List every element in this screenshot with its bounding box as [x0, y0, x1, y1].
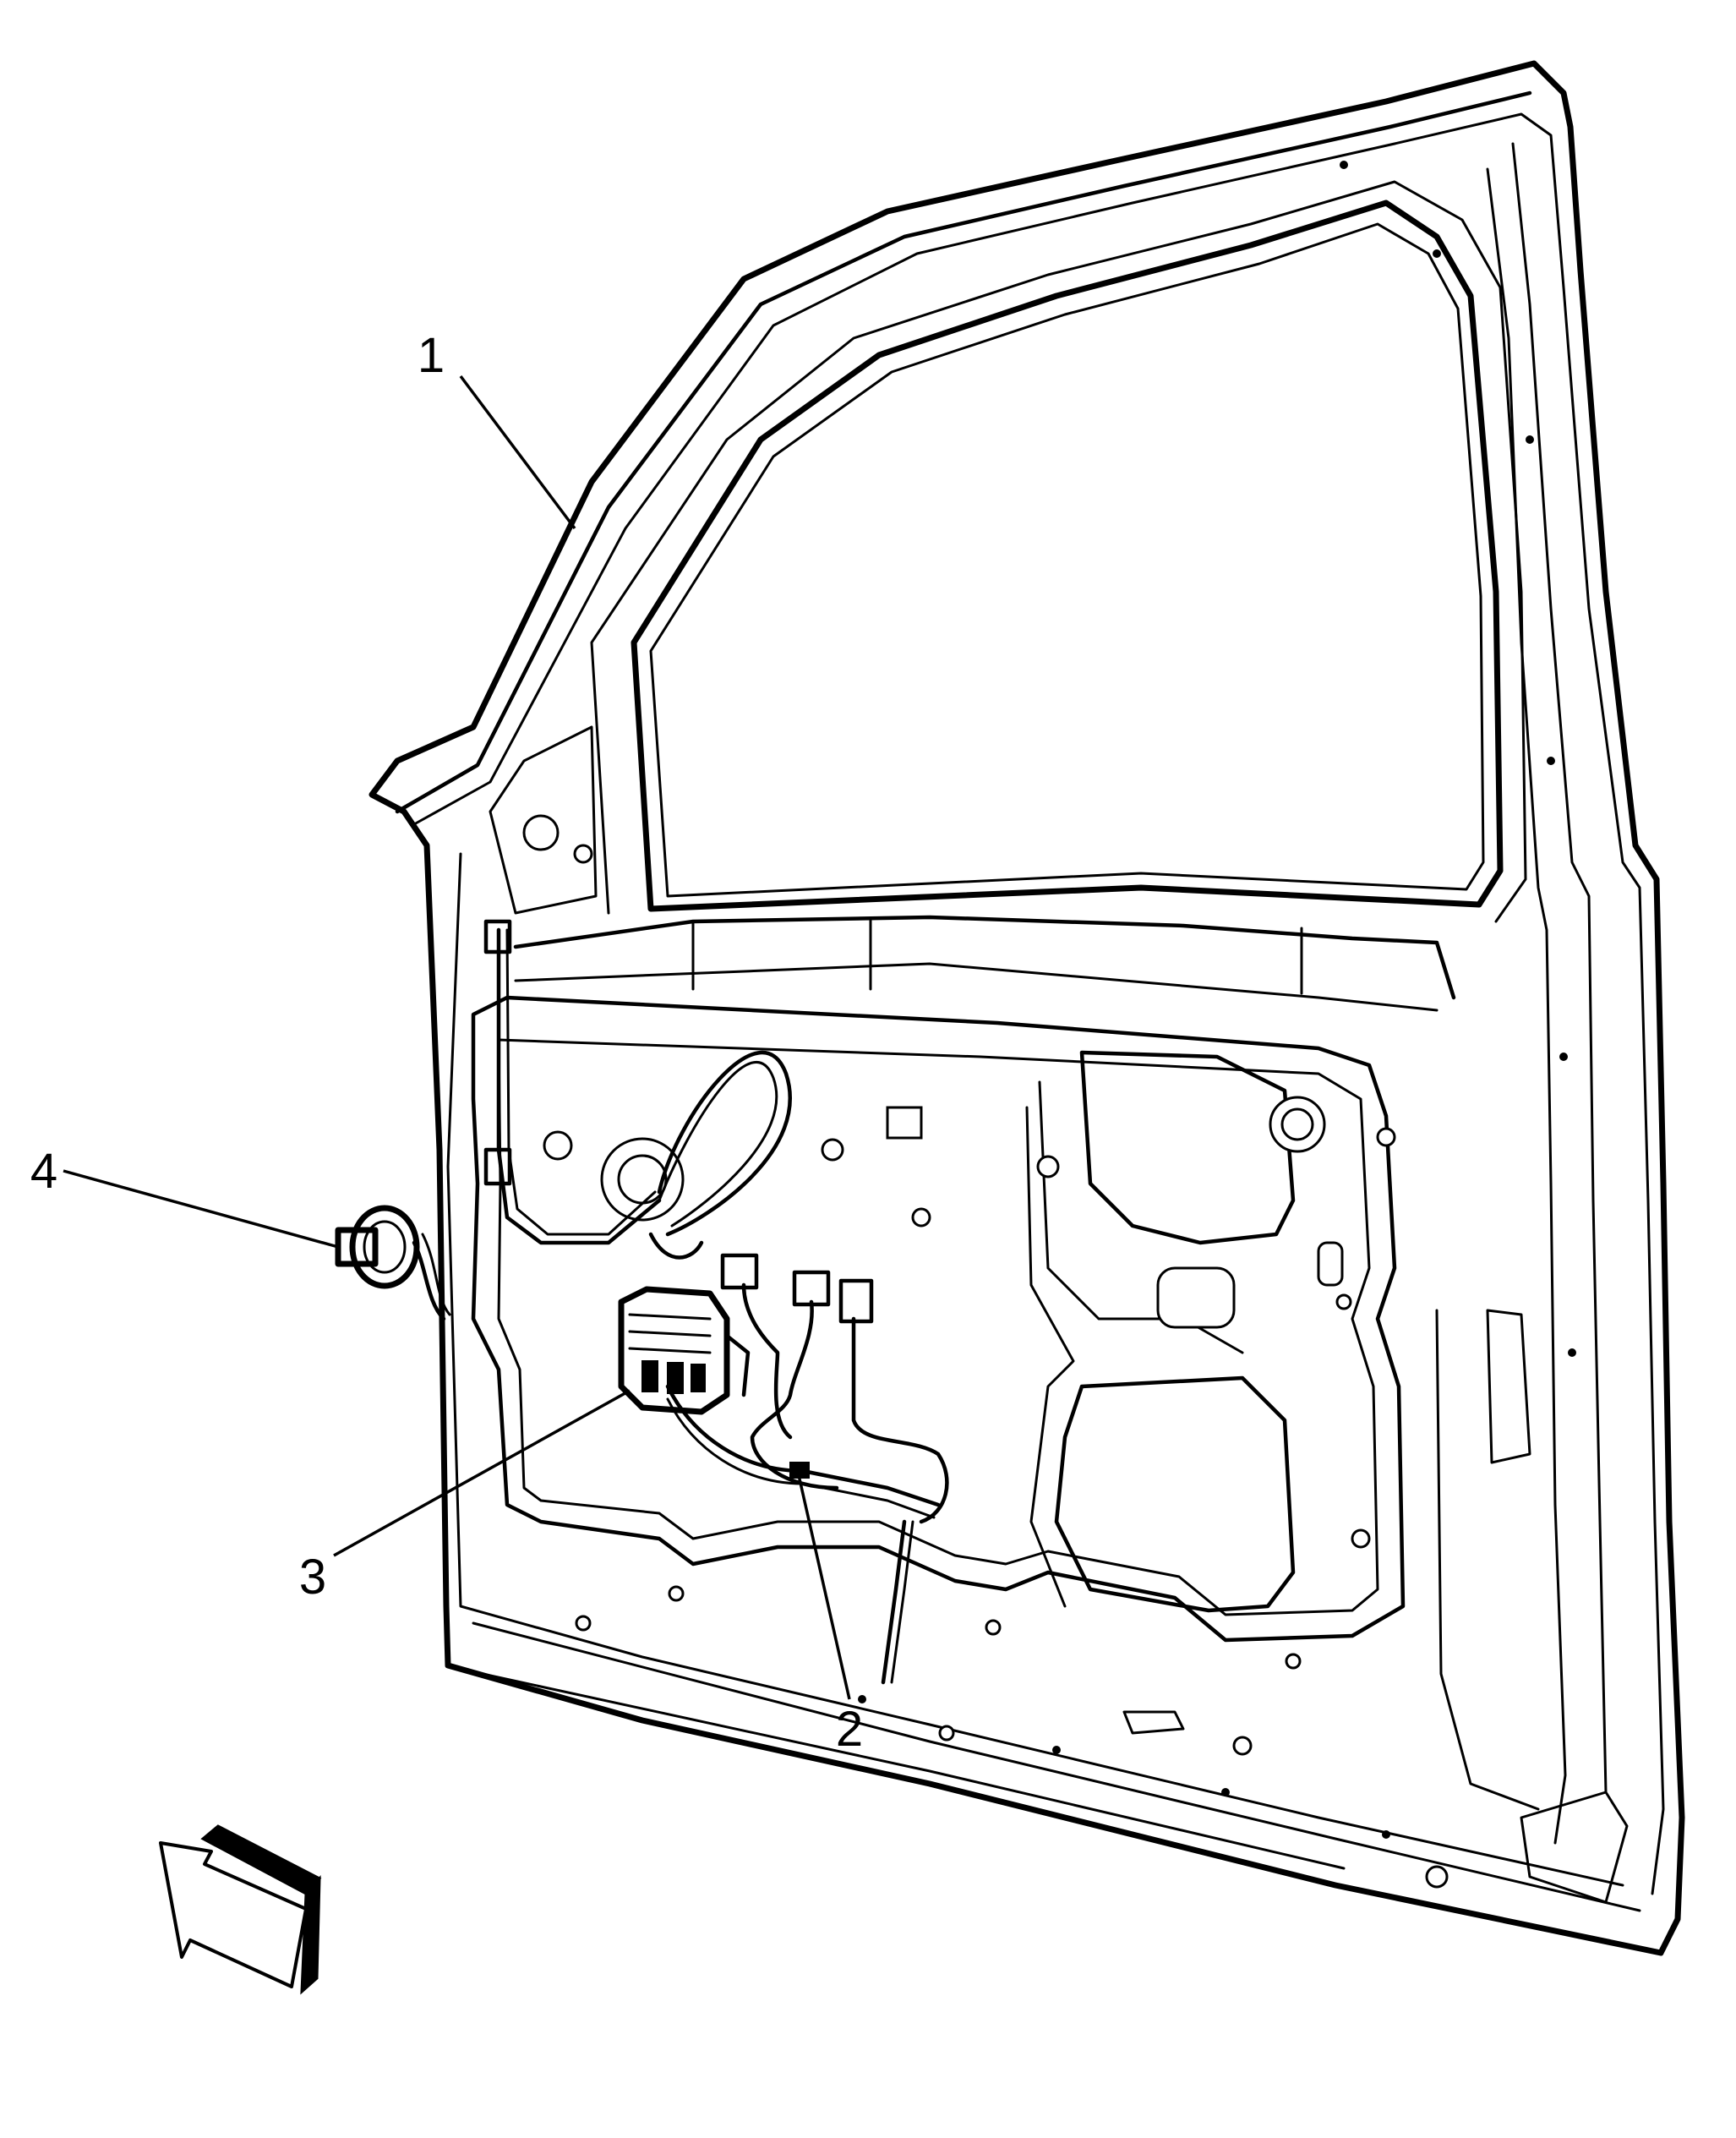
- callout-2: 2: [836, 1702, 863, 1757]
- leader-line-2: [797, 1474, 851, 1700]
- harness-grommet-connector: [335, 1205, 451, 1321]
- leader-line-4: [63, 1169, 339, 1249]
- callout-3: 3: [299, 1550, 326, 1605]
- callout-1: 1: [418, 328, 445, 383]
- leader-line-3: [333, 1389, 631, 1557]
- wiring-harness: [483, 919, 949, 1685]
- view-direction-arrow-icon: [159, 1824, 322, 1995]
- leader-lines: [63, 375, 851, 1700]
- leader-line-1: [459, 375, 576, 530]
- door-panel: [368, 60, 1685, 1956]
- door-module-connector: [618, 1286, 751, 1415]
- callout-4: 4: [30, 1144, 57, 1199]
- callout-labels: 1 2 3 4: [30, 328, 863, 1757]
